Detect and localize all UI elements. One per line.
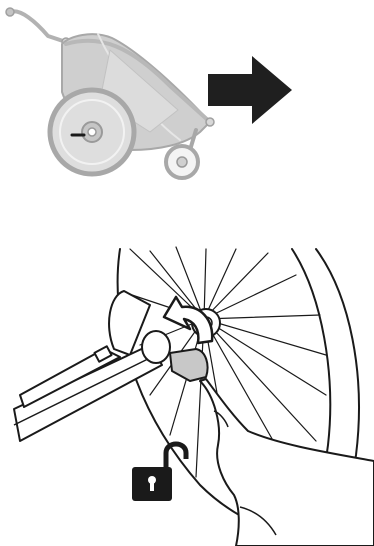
frame-joint-front bbox=[206, 118, 214, 126]
unlocked-padlock-icon bbox=[132, 444, 186, 501]
release-knob bbox=[142, 331, 170, 363]
hand-illustration bbox=[200, 379, 374, 546]
arrow-right-icon bbox=[208, 56, 292, 124]
axle-detail-svg bbox=[0, 245, 374, 546]
release-lever bbox=[170, 349, 208, 381]
handle-end-cap bbox=[6, 8, 14, 16]
axle-detail-figure bbox=[0, 245, 374, 546]
stroller-illustration bbox=[6, 8, 214, 178]
stroller-overview-figure bbox=[0, 0, 374, 190]
stroller-overview-svg bbox=[0, 0, 374, 190]
stroller-handle bbox=[10, 11, 66, 42]
rear-wheel bbox=[50, 90, 134, 174]
